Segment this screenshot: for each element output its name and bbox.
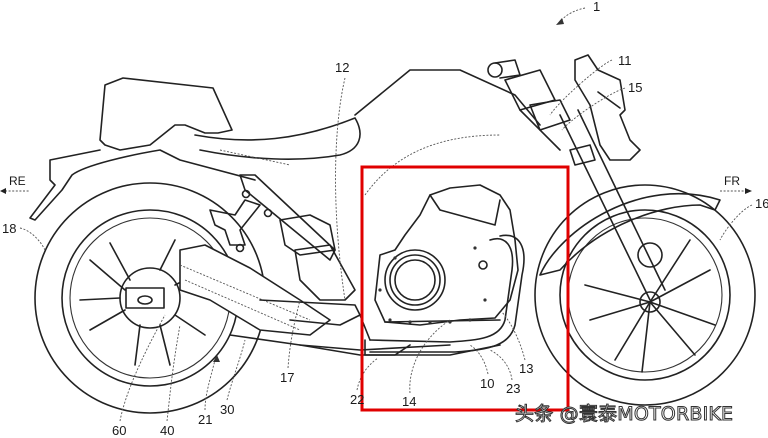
rear-fender	[29, 149, 256, 221]
muffler	[179, 244, 331, 336]
engine	[374, 184, 519, 326]
ref-label-18: 18	[2, 221, 17, 236]
ref-label-16: 16	[755, 196, 768, 211]
ref-label-10: 10	[480, 376, 495, 391]
ref-label-17: 17	[280, 370, 295, 385]
ref-label-22: 22	[350, 392, 365, 407]
direction-arrows	[0, 188, 752, 194]
ref-label-14: 14	[402, 394, 417, 409]
ref-label-15: 15	[628, 80, 643, 95]
lower-cowl	[364, 339, 411, 356]
ref-label-21: 21	[198, 412, 213, 427]
ref-label-12: 12	[335, 60, 350, 75]
tail-cowl	[99, 77, 233, 151]
ref-label-1: 1	[593, 0, 601, 14]
ref-label-40: 40	[160, 423, 175, 438]
ref-label-11: 11	[618, 53, 632, 68]
rear-direction-label: RE	[9, 174, 26, 188]
fuel-tank	[354, 69, 541, 126]
front-wheel	[534, 184, 756, 406]
ref-label-30: 30	[220, 402, 235, 417]
ref-label-60: 60	[112, 423, 127, 438]
front-fender	[539, 192, 721, 276]
engine-highlight-box	[360, 165, 570, 412]
seat	[194, 117, 361, 160]
headlight-cowl	[574, 54, 641, 161]
ref-label-23: 23	[506, 381, 521, 396]
frame-bracket	[209, 174, 356, 301]
leader-lines	[19, 7, 753, 422]
front-fork	[529, 99, 666, 301]
front-arrow-icon	[745, 188, 752, 194]
front-direction-label: FR	[724, 174, 740, 188]
handlebar	[487, 59, 561, 151]
watermark: 头条 @寰泰MOTORBIKE	[514, 403, 734, 426]
ref-label-13: 13	[519, 361, 534, 376]
rear-arrow-icon	[0, 188, 6, 194]
